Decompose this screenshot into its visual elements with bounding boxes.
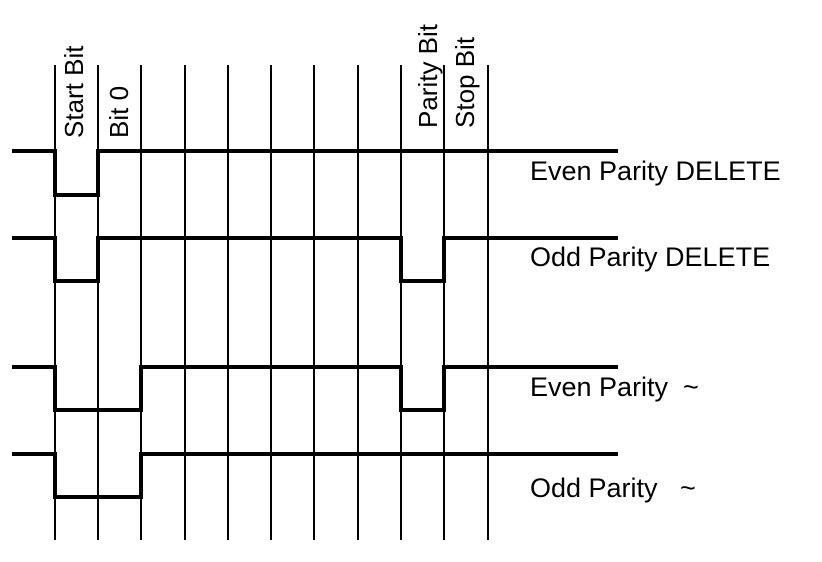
waveform-label-odd-parity-tilde: Odd Parity ~ (530, 473, 696, 503)
waveform-odd-parity-tilde (12, 452, 618, 499)
bit-labels: Start Bit Bit 0 Parity Bit Stop Bit (59, 23, 480, 138)
waveform-label-even-parity-tilde: Even Parity ~ (530, 372, 699, 402)
bit-grid (54, 65, 489, 540)
start-bit-label: Start Bit (59, 45, 89, 138)
stop-bit-label: Stop Bit (450, 36, 480, 128)
waveform-label-odd-parity-delete: Odd Parity DELETE (530, 242, 770, 272)
waveform-label-even-parity-delete: Even Parity DELETE (530, 156, 781, 186)
waveform-even-parity-tilde (12, 365, 618, 412)
waveforms (12, 149, 618, 499)
bit-0-label: Bit 0 (104, 86, 134, 138)
waveform-labels: Even Parity DELETE Odd Parity DELETE Eve… (530, 156, 781, 503)
parity-bit-label: Parity Bit (413, 23, 443, 128)
waveform-even-parity-delete (12, 149, 618, 197)
waveform-odd-parity-delete (12, 236, 618, 283)
